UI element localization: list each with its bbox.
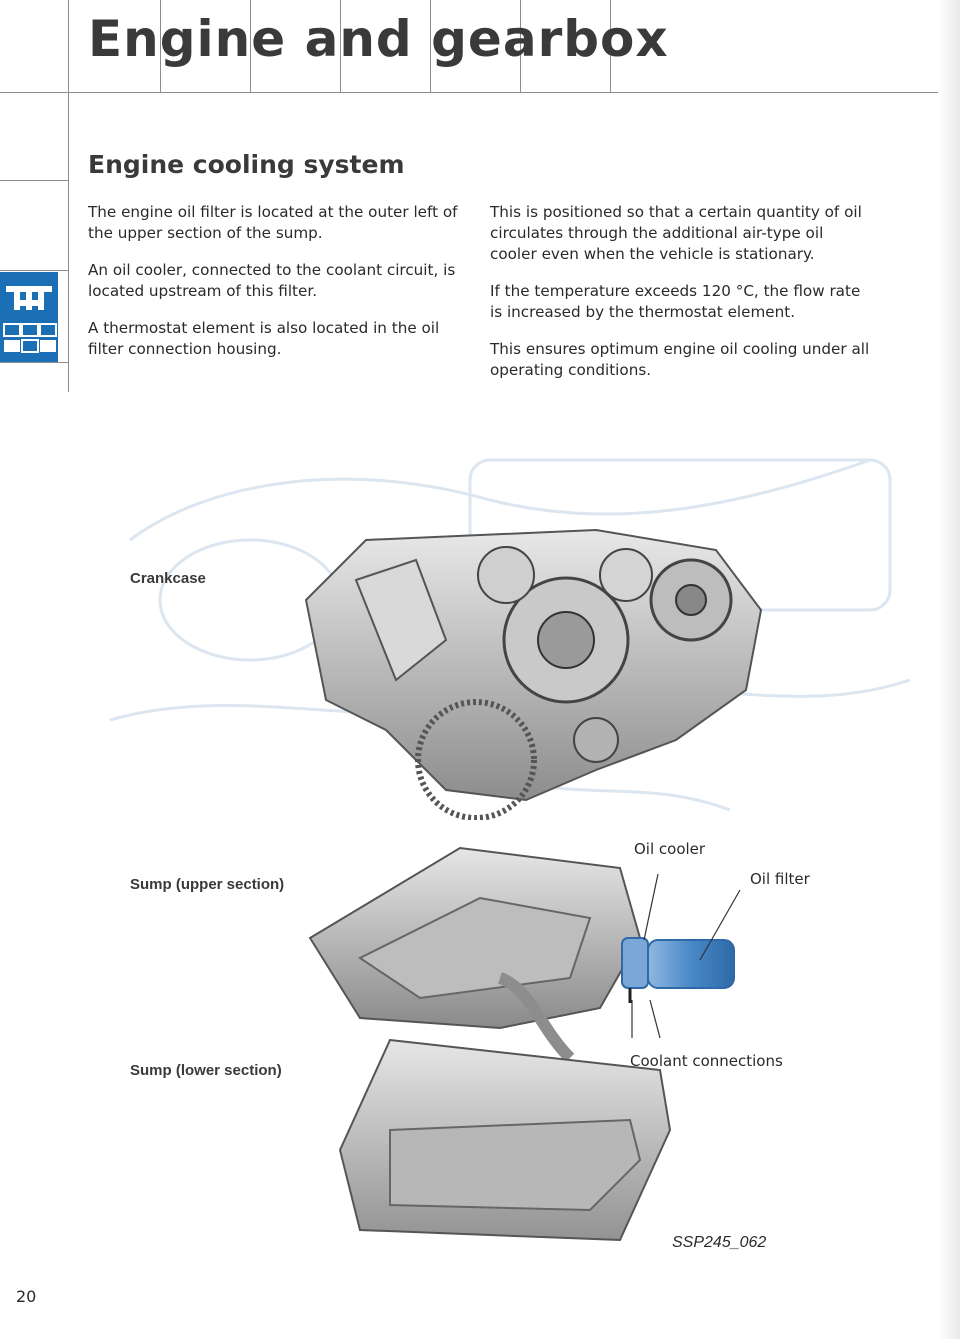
- label-oil-cooler: Oil cooler: [634, 840, 706, 858]
- label-sump-upper: Sump (upper section): [130, 876, 285, 893]
- figure-code: SSP245_062: [672, 1234, 767, 1251]
- header-grid-line: [68, 0, 69, 92]
- engine-gearbox-icon: [3, 286, 57, 353]
- paragraph: The engine oil filter is located at the …: [88, 203, 458, 242]
- sidebar-rule-h: [0, 180, 68, 181]
- sidebar-rule: [68, 92, 69, 392]
- section-title: Engine cooling system: [88, 150, 405, 179]
- paragraph: This ensures optimum engine oil cooling …: [490, 340, 870, 379]
- header-grid-line: [610, 0, 611, 92]
- engine-illustration: [304, 528, 763, 820]
- sump-lower-illustration: [338, 1038, 672, 1242]
- page-title: Engine and gearbox: [88, 10, 669, 68]
- right-text-column: This is positioned so that a certain qua…: [490, 202, 870, 397]
- page-edge-shadow: [938, 0, 960, 1339]
- header-grid-line: [430, 0, 431, 92]
- paragraph: If the temperature exceeds 120 °C, the f…: [490, 282, 861, 321]
- left-text-column: The engine oil filter is located at the …: [88, 202, 468, 376]
- sump-upper-illustration: [308, 846, 735, 1063]
- label-sump-lower: Sump (lower section): [130, 1062, 282, 1079]
- header-grid-line: [520, 0, 521, 92]
- page-number: 20: [16, 1287, 37, 1306]
- sidebar-rule-h: [0, 270, 68, 271]
- label-crankcase: Crankcase: [130, 570, 206, 587]
- paragraph: A thermostat element is also located in …: [88, 319, 440, 358]
- label-coolant-connections: Coolant connections: [630, 1052, 783, 1070]
- paragraph: This is positioned so that a certain qua…: [490, 203, 862, 263]
- paragraph: An oil cooler, connected to the coolant …: [88, 261, 456, 300]
- header-grid-line: [340, 0, 341, 92]
- header-grid-line: [250, 0, 251, 92]
- label-oil-filter: Oil filter: [750, 870, 810, 888]
- chapter-badge: [0, 272, 58, 362]
- header-grid-line: [160, 0, 161, 92]
- sidebar-rule-h: [0, 362, 68, 363]
- header-rule: [0, 92, 938, 93]
- leader-lines: [631, 873, 741, 1039]
